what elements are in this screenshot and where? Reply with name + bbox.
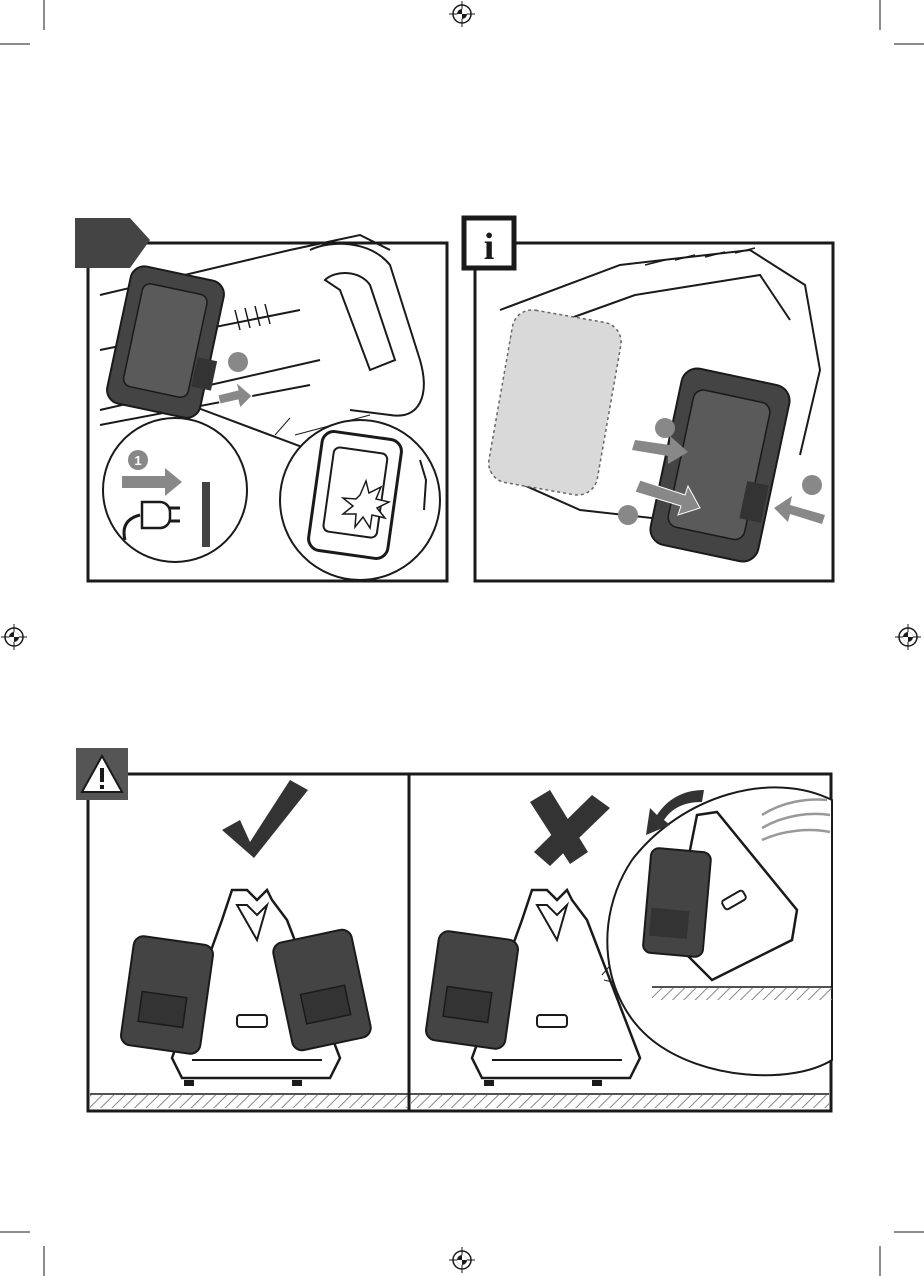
registration-mark-left (1, 624, 27, 650)
panel-warning-placement (72, 740, 842, 1120)
registration-mark-bottom (449, 1247, 475, 1273)
registration-mark-right (895, 624, 921, 650)
registration-mark-top (449, 1, 475, 27)
inset-click-detail (280, 420, 440, 580)
floor-left (90, 1095, 408, 1108)
step-badge-c (802, 475, 822, 495)
battery-single-icon (425, 930, 520, 1050)
info-letter: i (484, 226, 495, 268)
warning-triangle-icon (76, 748, 128, 800)
info-icon: i (464, 218, 514, 268)
floor-right (411, 1095, 829, 1108)
battery-tilted-icon (642, 848, 711, 958)
step-badge-number: 1 (134, 453, 141, 468)
step-badge-b (618, 505, 638, 525)
panel-info-removal: i (460, 210, 840, 590)
socket-wall-icon (202, 482, 210, 547)
step-badge-a (655, 418, 675, 438)
panel-insert-battery: 1 (70, 210, 455, 590)
inset-unplug: 1 (103, 418, 247, 562)
battery-left-icon (120, 935, 215, 1055)
